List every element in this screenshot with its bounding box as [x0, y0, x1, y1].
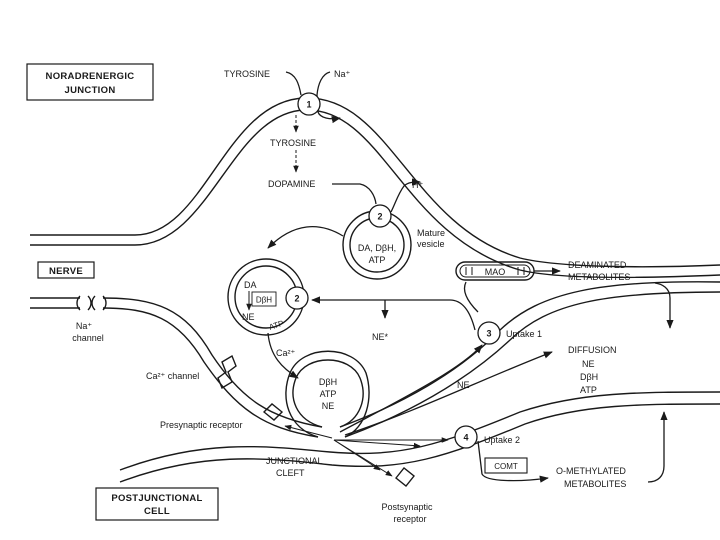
junction-title-box: NORADRENERGIC JUNCTION	[26, 63, 154, 101]
junction-title-line2: JUNCTION	[65, 85, 116, 96]
ne-to-uptake1-arrow	[339, 344, 483, 433]
vesicle-contents-line1: DA, DβH,	[358, 243, 396, 253]
step-2-storage-carrier: 2	[285, 286, 309, 310]
mitochondrion-mao: MAO	[455, 261, 535, 281]
storage-da-label: DA	[244, 280, 257, 290]
storage-ne-label: NE	[242, 312, 255, 322]
terminal-right-membrane	[339, 281, 720, 438]
diffusion-dbh-label: DβH	[580, 372, 598, 382]
fusing-atp-label: ATP	[320, 389, 337, 399]
hydrogen-exit-arrow	[390, 178, 421, 213]
postsynaptic-receptor-line2: receptor	[393, 514, 426, 524]
step-4-number: 4	[463, 433, 468, 443]
ne-star-label: NE*	[372, 332, 389, 342]
release-arrows	[284, 424, 449, 477]
fusing-ne-label: NE	[322, 401, 335, 411]
tyrosine-outside-label: TYROSINE	[224, 69, 270, 79]
step-4-uptake2-carrier: 4	[454, 425, 478, 449]
deaminated-line1: DEAMINATED	[568, 260, 627, 270]
comt-label: COMT	[494, 462, 518, 471]
calcium-to-vesicle-arrow	[267, 332, 299, 379]
ne-cleft-label: NE	[457, 380, 470, 390]
fusing-dbh-label: DβH	[319, 377, 337, 387]
junction-title-line1: NORADRENERGIC	[46, 71, 135, 82]
diffusion-label: DIFFUSION	[568, 345, 617, 355]
dopamine-to-vesicle-arrow	[332, 183, 377, 205]
postsynaptic-receptor	[395, 467, 415, 487]
nerve-terminal-membrane	[30, 97, 720, 279]
diffusion-ne-label: NE	[582, 359, 595, 369]
presynaptic-receptor-label: Presynaptic receptor	[160, 420, 243, 430]
step-2-number-top: 2	[377, 212, 382, 222]
junctional-cleft-line2: CLEFT	[276, 468, 305, 478]
methylated-exit-arrow	[647, 411, 668, 483]
postjunctional-line2: CELL	[144, 506, 170, 517]
uptake1-label: Uptake 1	[506, 329, 542, 339]
mature-vesicle-label-line1: Mature	[417, 228, 445, 238]
ne-to-mao-arrow	[463, 281, 479, 313]
step-3-uptake1-carrier: 3	[477, 321, 501, 345]
junctional-cleft-line1: JUNCTIONAL	[266, 456, 323, 466]
uptake2-label: Uptake 2	[484, 435, 520, 445]
calcium-channel-label: Ca²⁺ channel	[146, 371, 199, 381]
calcium-channel	[217, 354, 237, 390]
comt-to-methylated-arrow	[477, 440, 549, 483]
sodium-channel	[76, 295, 107, 311]
methylated-line1: O-METHYLATED	[556, 466, 626, 476]
step-2-number-bottom: 2	[294, 294, 299, 304]
dopamine-label: DOPAMINE	[268, 179, 315, 189]
nerve-box: NERVE	[37, 261, 95, 279]
postjunctional-membrane	[119, 391, 720, 483]
diffusion-atp-label: ATP	[580, 385, 597, 395]
nerve-label: NERVE	[49, 266, 83, 277]
tyrosine-entry-arrow	[285, 71, 302, 96]
postjunctional-line1: POSTJUNCTIONAL	[111, 493, 202, 504]
vesicle-maturation-arrow	[267, 226, 344, 249]
calcium-inside-label: Ca²⁺	[276, 348, 296, 358]
vesicle-contents-line2: ATP	[369, 255, 386, 265]
deaminated-exit-arrow	[654, 282, 674, 329]
diffusion-arrow	[344, 351, 553, 436]
comt-box: COMT	[484, 457, 528, 474]
storage-atp-label: ATP	[268, 319, 285, 332]
hydrogen-label: H⁺	[412, 180, 423, 190]
tyrosine-inside-label: TYROSINE	[270, 138, 316, 148]
fusing-vesicle: DβH ATP NE	[285, 350, 370, 438]
postjunctional-box: POSTJUNCTIONAL CELL	[95, 487, 219, 521]
sodium-channel-label-line2: channel	[72, 333, 104, 343]
step-2-vesicle-carrier: 2	[368, 204, 392, 228]
step-1-carrier: 1	[297, 92, 321, 116]
axon-lower-membrane	[30, 297, 323, 438]
sodium-channel-label-line1: Na⁺	[76, 321, 93, 331]
postsynaptic-receptor-line1: Postsynaptic	[381, 502, 433, 512]
mao-label: MAO	[485, 267, 506, 277]
step-1-number: 1	[306, 100, 311, 110]
deaminated-line2: METABOLITES	[568, 272, 630, 282]
step-3-number: 3	[486, 329, 491, 339]
presynaptic-receptor	[262, 403, 284, 421]
reuptake-to-vesicle-arrow	[311, 296, 476, 331]
mature-vesicle-label-line2: vesicle	[417, 239, 445, 249]
storage-dbh-label: DβH	[256, 296, 272, 305]
sodium-outside-label: Na⁺	[334, 69, 351, 79]
methylated-line2: METABOLITES	[564, 479, 626, 489]
